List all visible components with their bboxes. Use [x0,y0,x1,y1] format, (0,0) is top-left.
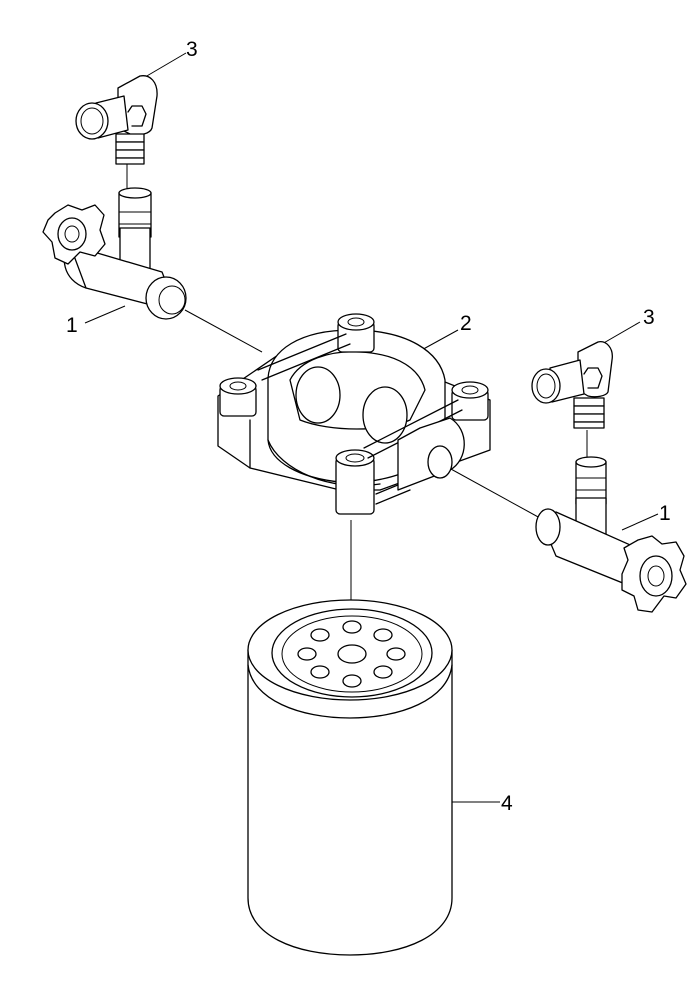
elbow-connector-left [75,75,158,165]
leader-lines [84,52,659,803]
valve-tee-right [535,497,687,613]
elbow-connector-right [531,341,613,429]
nipple-right [575,456,607,505]
filter-head [217,313,491,515]
callout-1-left: 1 [66,314,78,337]
callout-1-right: 1 [659,502,671,525]
callout-2: 2 [460,312,472,335]
callout-3-left: 3 [186,38,198,61]
valve-tee-left [42,204,187,320]
filter-canister [247,599,453,956]
callout-3-right: 3 [643,306,655,329]
callout-4: 4 [501,792,513,815]
